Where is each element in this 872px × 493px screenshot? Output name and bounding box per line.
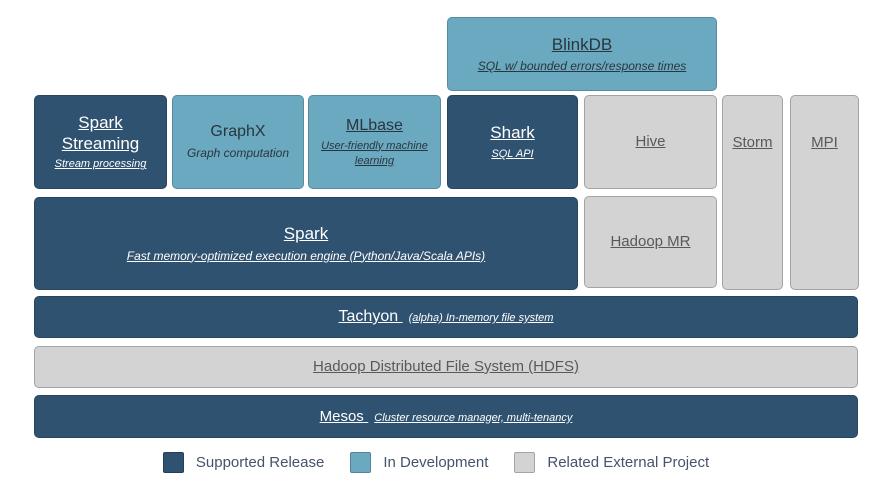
mesos-line[interactable]: Mesos Cluster resource manager, multi-te… [320,408,573,426]
box-mesos: Mesos Cluster resource manager, multi-te… [34,395,858,438]
spark-streaming-title[interactable]: Spark Streaming [61,112,140,154]
hive-title[interactable]: Hive [635,132,666,150]
legend-label-in-development: In Development [383,454,489,471]
box-mpi: MPI [790,95,859,290]
box-shark: Shark SQL API [447,95,578,189]
legend-item-related-external-project: Related External Project [514,452,709,473]
hdfs-title[interactable]: Hadoop Distributed File System (HDFS) [313,357,579,375]
box-tachyon: Tachyon (alpha) In-memory file system [34,296,858,338]
tachyon-title[interactable]: Tachyon [338,308,399,325]
shark-subtitle: SQL API [491,147,534,160]
mesos-title[interactable]: Mesos [319,407,364,425]
spark-title[interactable]: Spark [283,224,329,244]
box-spark-streaming: Spark Streaming Stream processing [34,95,167,189]
box-graphx: GraphX Graph computation [172,95,304,189]
legend-item-supported-release: Supported Release [162,452,325,473]
supported-release-swatch [162,452,184,473]
graphx-title: GraphX [210,123,266,141]
legend-label-related-external-project: Related External Project [547,454,710,471]
blinkdb-title[interactable]: BlinkDB [551,34,613,54]
box-hadoop-mr: Hadoop MR [584,196,717,288]
box-mlbase: MLbase User-friendly machine learning [308,95,441,189]
legend-label-supported-release: Supported Release [195,454,325,471]
legend-item-in-development: In Development [350,452,488,473]
spark-subtitle: Fast memory-optimized execution engine (… [126,248,486,263]
in-development-swatch [350,452,372,473]
legend: Supported Release In Development Related… [0,452,872,473]
box-blinkdb: BlinkDB SQL w/ bounded errors/response t… [447,17,717,91]
mlbase-subtitle: User-friendly machine learning [321,139,428,167]
box-storm: Storm [722,95,783,290]
tachyon-subtitle: (alpha) In-memory file system [408,312,554,324]
box-spark: Spark Fast memory-optimized execution en… [34,197,578,290]
related-external-project-swatch [514,452,536,473]
tachyon-line[interactable]: Tachyon (alpha) In-memory file system [339,308,554,326]
hadoop-mr-title[interactable]: Hadoop MR [610,232,691,250]
mlbase-title[interactable]: MLbase [346,116,403,134]
shark-title[interactable]: Shark [490,123,535,143]
mpi-title[interactable]: MPI [811,134,838,151]
blinkdb-subtitle: SQL w/ bounded errors/response times [477,59,687,74]
spark-streaming-subtitle: Stream processing [54,158,147,171]
mesos-subtitle: Cluster resource manager, multi-tenancy [374,411,573,424]
storm-title[interactable]: Storm [732,134,773,151]
box-hdfs: Hadoop Distributed File System (HDFS) [34,346,858,388]
box-hive: Hive [584,95,717,189]
graphx-subtitle: Graph computation [186,146,290,161]
